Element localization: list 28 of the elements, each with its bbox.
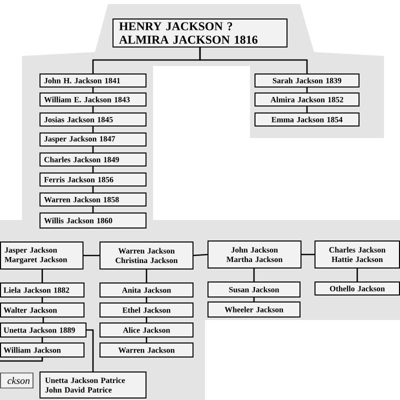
- connector-line: [42, 317, 44, 323]
- connector-line: [86, 329, 94, 372]
- connector-line: [146, 317, 148, 323]
- name-box: ckson: [0, 372, 34, 388]
- connector-line: [42, 269, 43, 283]
- connector-line: [0, 357, 43, 362]
- connector-line: [146, 337, 148, 343]
- connector-line: [253, 268, 255, 282]
- connector-line: [92, 206, 94, 213]
- connector-line: [42, 297, 43, 303]
- connector-line: [92, 186, 94, 193]
- connector-line: [199, 47, 308, 74]
- connector-line: [253, 297, 255, 302]
- connector-line: [356, 268, 358, 282]
- connector-line: [146, 269, 148, 283]
- connector-line: [92, 126, 94, 133]
- connector-line: [42, 337, 43, 343]
- connector-line: [83, 254, 100, 256]
- connector-line: [301, 254, 315, 256]
- connector-line: [92, 146, 94, 153]
- connector-line: [306, 106, 308, 113]
- connector-line: [92, 87, 94, 93]
- connector-line: [306, 87, 308, 93]
- connector-line: [146, 297, 148, 303]
- connector-line: [192, 254, 208, 256]
- couple-box: HENRY JACKSON ? ALMIRA JACKSON 1816: [112, 18, 288, 48]
- connector-line: [92, 166, 94, 173]
- connector-line: [92, 106, 94, 113]
